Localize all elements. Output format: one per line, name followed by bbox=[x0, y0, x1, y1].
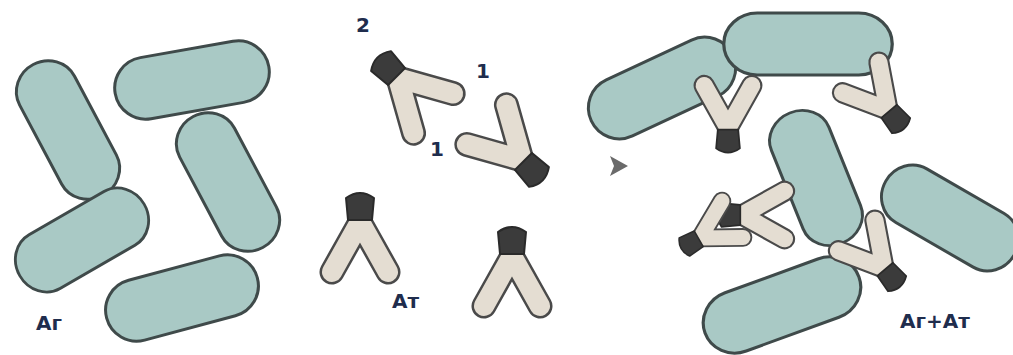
callout-number: 1 bbox=[430, 138, 444, 161]
callout-number: 2 bbox=[356, 14, 370, 37]
callout-number: 1 bbox=[476, 60, 490, 83]
complex-label: Аг+Ат bbox=[900, 310, 970, 333]
antibody-label: Ат bbox=[392, 290, 419, 313]
antigen-label: Аг bbox=[36, 312, 62, 335]
